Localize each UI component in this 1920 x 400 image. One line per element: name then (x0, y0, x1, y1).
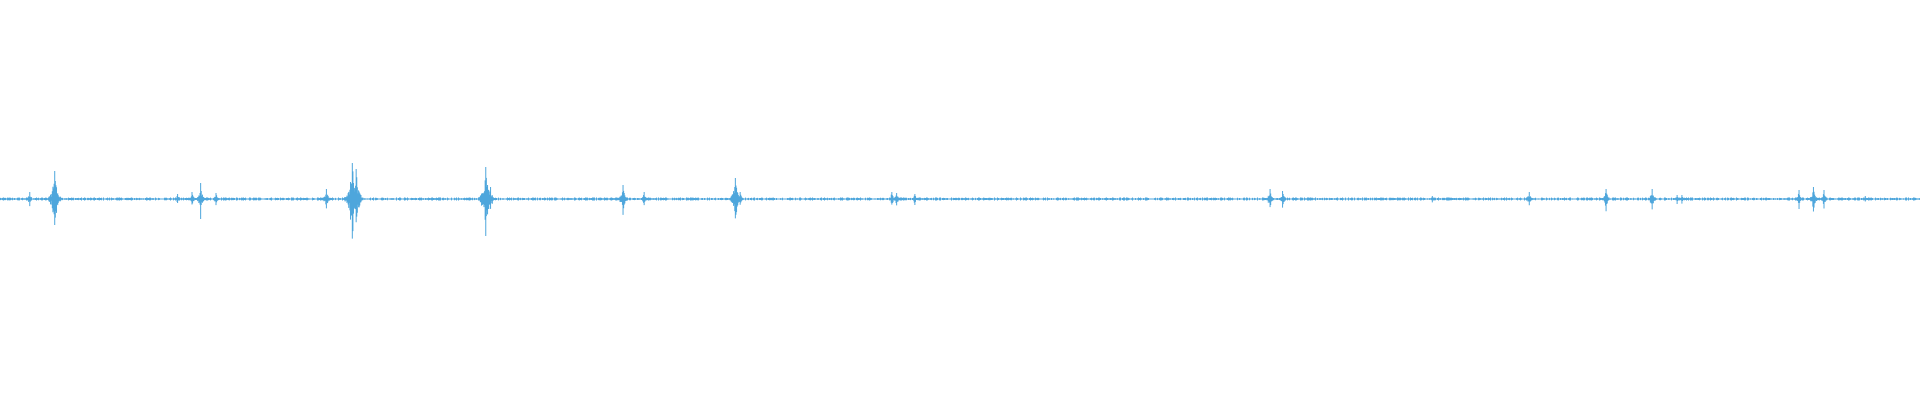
waveform-burst-12 (639, 192, 649, 206)
waveform-burst-2 (172, 194, 183, 204)
waveform-burst-16 (891, 193, 902, 206)
waveform-burst-4 (194, 183, 207, 219)
waveform-burst-6 (321, 189, 332, 209)
waveform-burst-20 (1427, 196, 1438, 203)
waveform-burst-10 (485, 187, 496, 209)
waveform-burst-18 (1264, 189, 1276, 208)
waveform-burst-26 (1793, 190, 1805, 209)
waveform-burst-14 (735, 192, 745, 205)
waveform-burst-5 (211, 193, 221, 206)
waveform-noise (0, 197, 1920, 201)
waveform-burst-0 (25, 192, 35, 207)
waveform-bursts (0, 163, 1920, 239)
waveform-burst-25 (1677, 195, 1687, 204)
waveform-burst-27 (1808, 187, 1819, 212)
waveform-burst-19 (1277, 191, 1288, 208)
waveform-burst-1 (47, 171, 63, 225)
waveform-burst-22 (1600, 189, 1612, 212)
waveform-burst-21 (1524, 192, 1534, 206)
waveform-burst-17 (910, 194, 920, 206)
waveform-burst-23 (1646, 189, 1658, 210)
waveform-burst-29 (1860, 196, 1870, 202)
waveform-burst-28 (1818, 190, 1830, 209)
waveform-burst-11 (617, 185, 629, 215)
waveform-burst-8 (348, 169, 364, 223)
